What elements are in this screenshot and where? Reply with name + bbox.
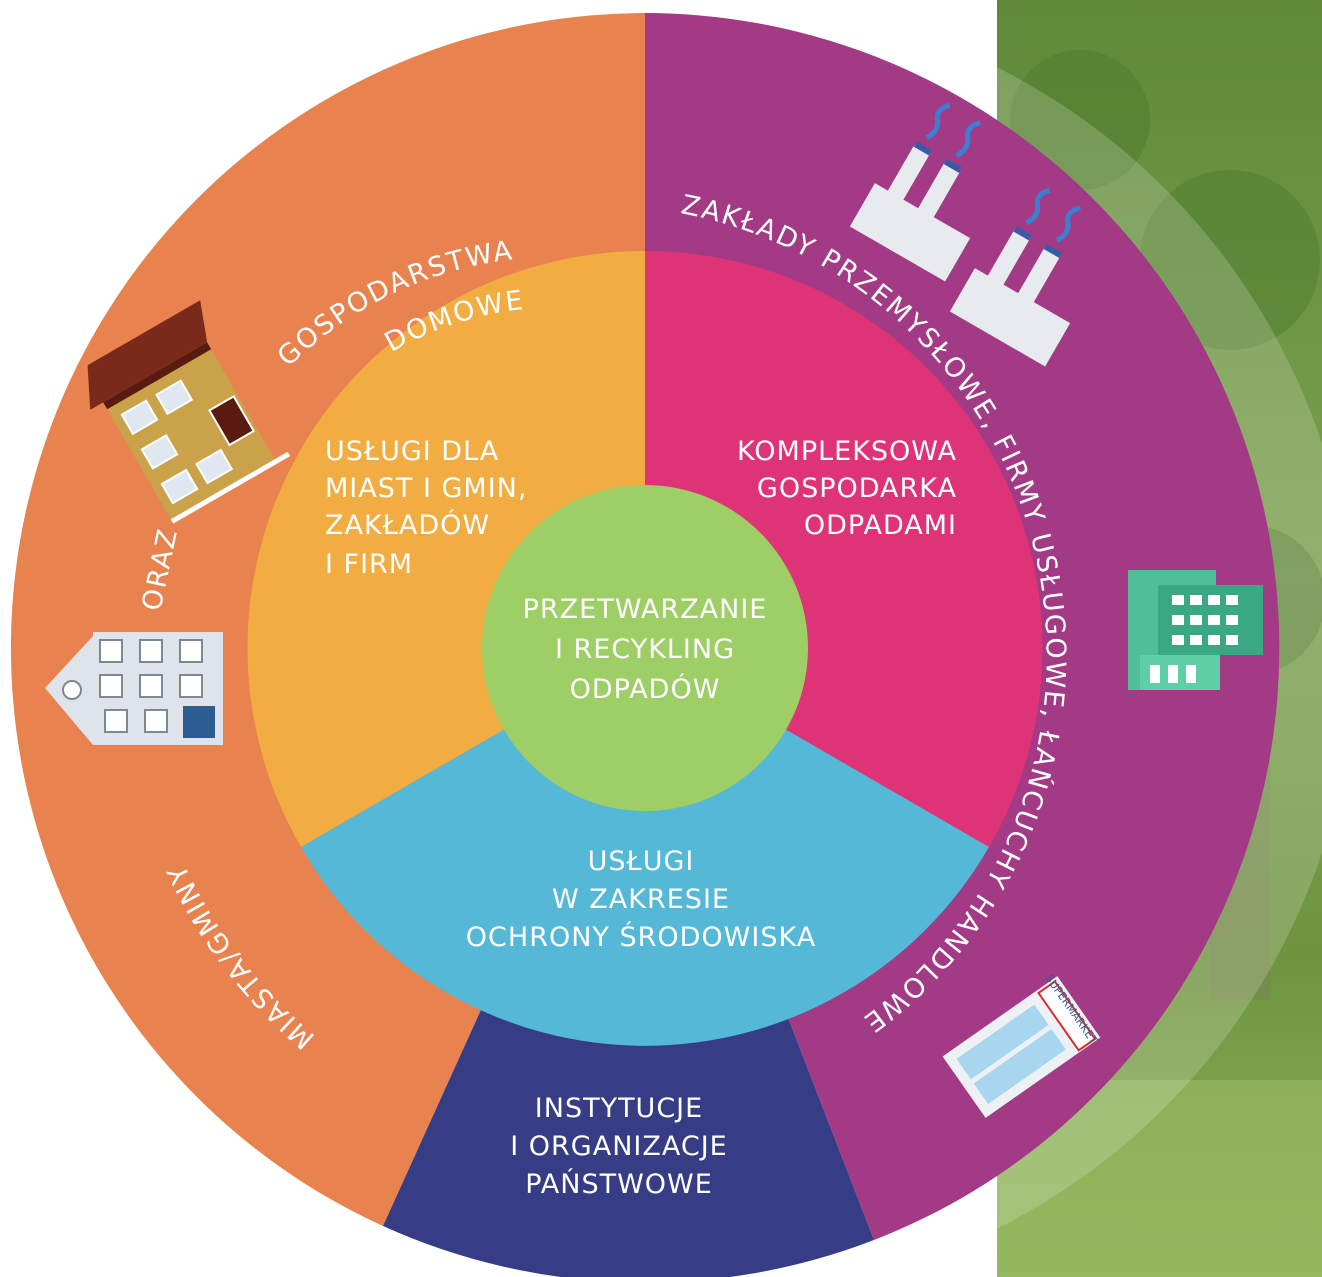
inner-left-line-4: I FIRM xyxy=(325,549,413,580)
center-line-2: I RECYKLING xyxy=(555,634,735,665)
inner-left-line-1: USŁUGI DLA xyxy=(325,436,499,467)
inner-left-label: USŁUGI DLA MIAST I GMIN, ZAKŁADÓW I FIRM xyxy=(325,436,527,580)
town-hall-icon xyxy=(45,632,223,745)
outer-bottom-line-1: INSTYTUCJE xyxy=(535,1093,703,1124)
inner-right-line-1: KOMPLEKSOWA xyxy=(737,436,957,467)
inner-segment-bottom xyxy=(301,648,989,1046)
inner-left-line-2: MIAST I GMIN, xyxy=(325,473,527,504)
inner-left-line-3: ZAKŁADÓW xyxy=(325,509,490,541)
outer-bottom-line-2: I ORGANIZACJE xyxy=(510,1131,727,1162)
center-line-1: PRZETWARZANIE xyxy=(523,594,768,625)
outer-bottom-line-3: PAŃSTWOWE xyxy=(525,1168,713,1200)
inner-bottom-line-1: USŁUGI xyxy=(588,846,695,877)
house-icon xyxy=(87,300,291,524)
center-circle xyxy=(482,485,808,811)
outer-bottom-label: INSTYTUCJE I ORGANIZACJE PAŃSTWOWE xyxy=(510,1093,727,1200)
inner-right-line-3: ODPADAMI xyxy=(804,510,957,541)
center-line-3: ODPADÓW xyxy=(570,673,721,705)
center-label: PRZETWARZANIE I RECYKLING ODPADÓW xyxy=(523,594,768,705)
inner-right-line-2: GOSPODARKA xyxy=(757,473,957,504)
inner-right-label: KOMPLEKSOWA GOSPODARKA ODPADAMI xyxy=(737,436,957,541)
factory-icon xyxy=(949,187,1081,367)
inner-bottom-line-3: OCHRONY ŚRODOWISKA xyxy=(466,921,816,953)
inner-bottom-line-2: W ZAKRESIE xyxy=(552,884,730,915)
office-building-icon xyxy=(1128,570,1263,690)
inner-bottom-label: USŁUGI W ZAKRESIE OCHRONY ŚRODOWISKA xyxy=(466,846,816,953)
factory-icon xyxy=(849,102,981,282)
supermarket-icon: SUPERMARKET xyxy=(942,972,1101,1118)
